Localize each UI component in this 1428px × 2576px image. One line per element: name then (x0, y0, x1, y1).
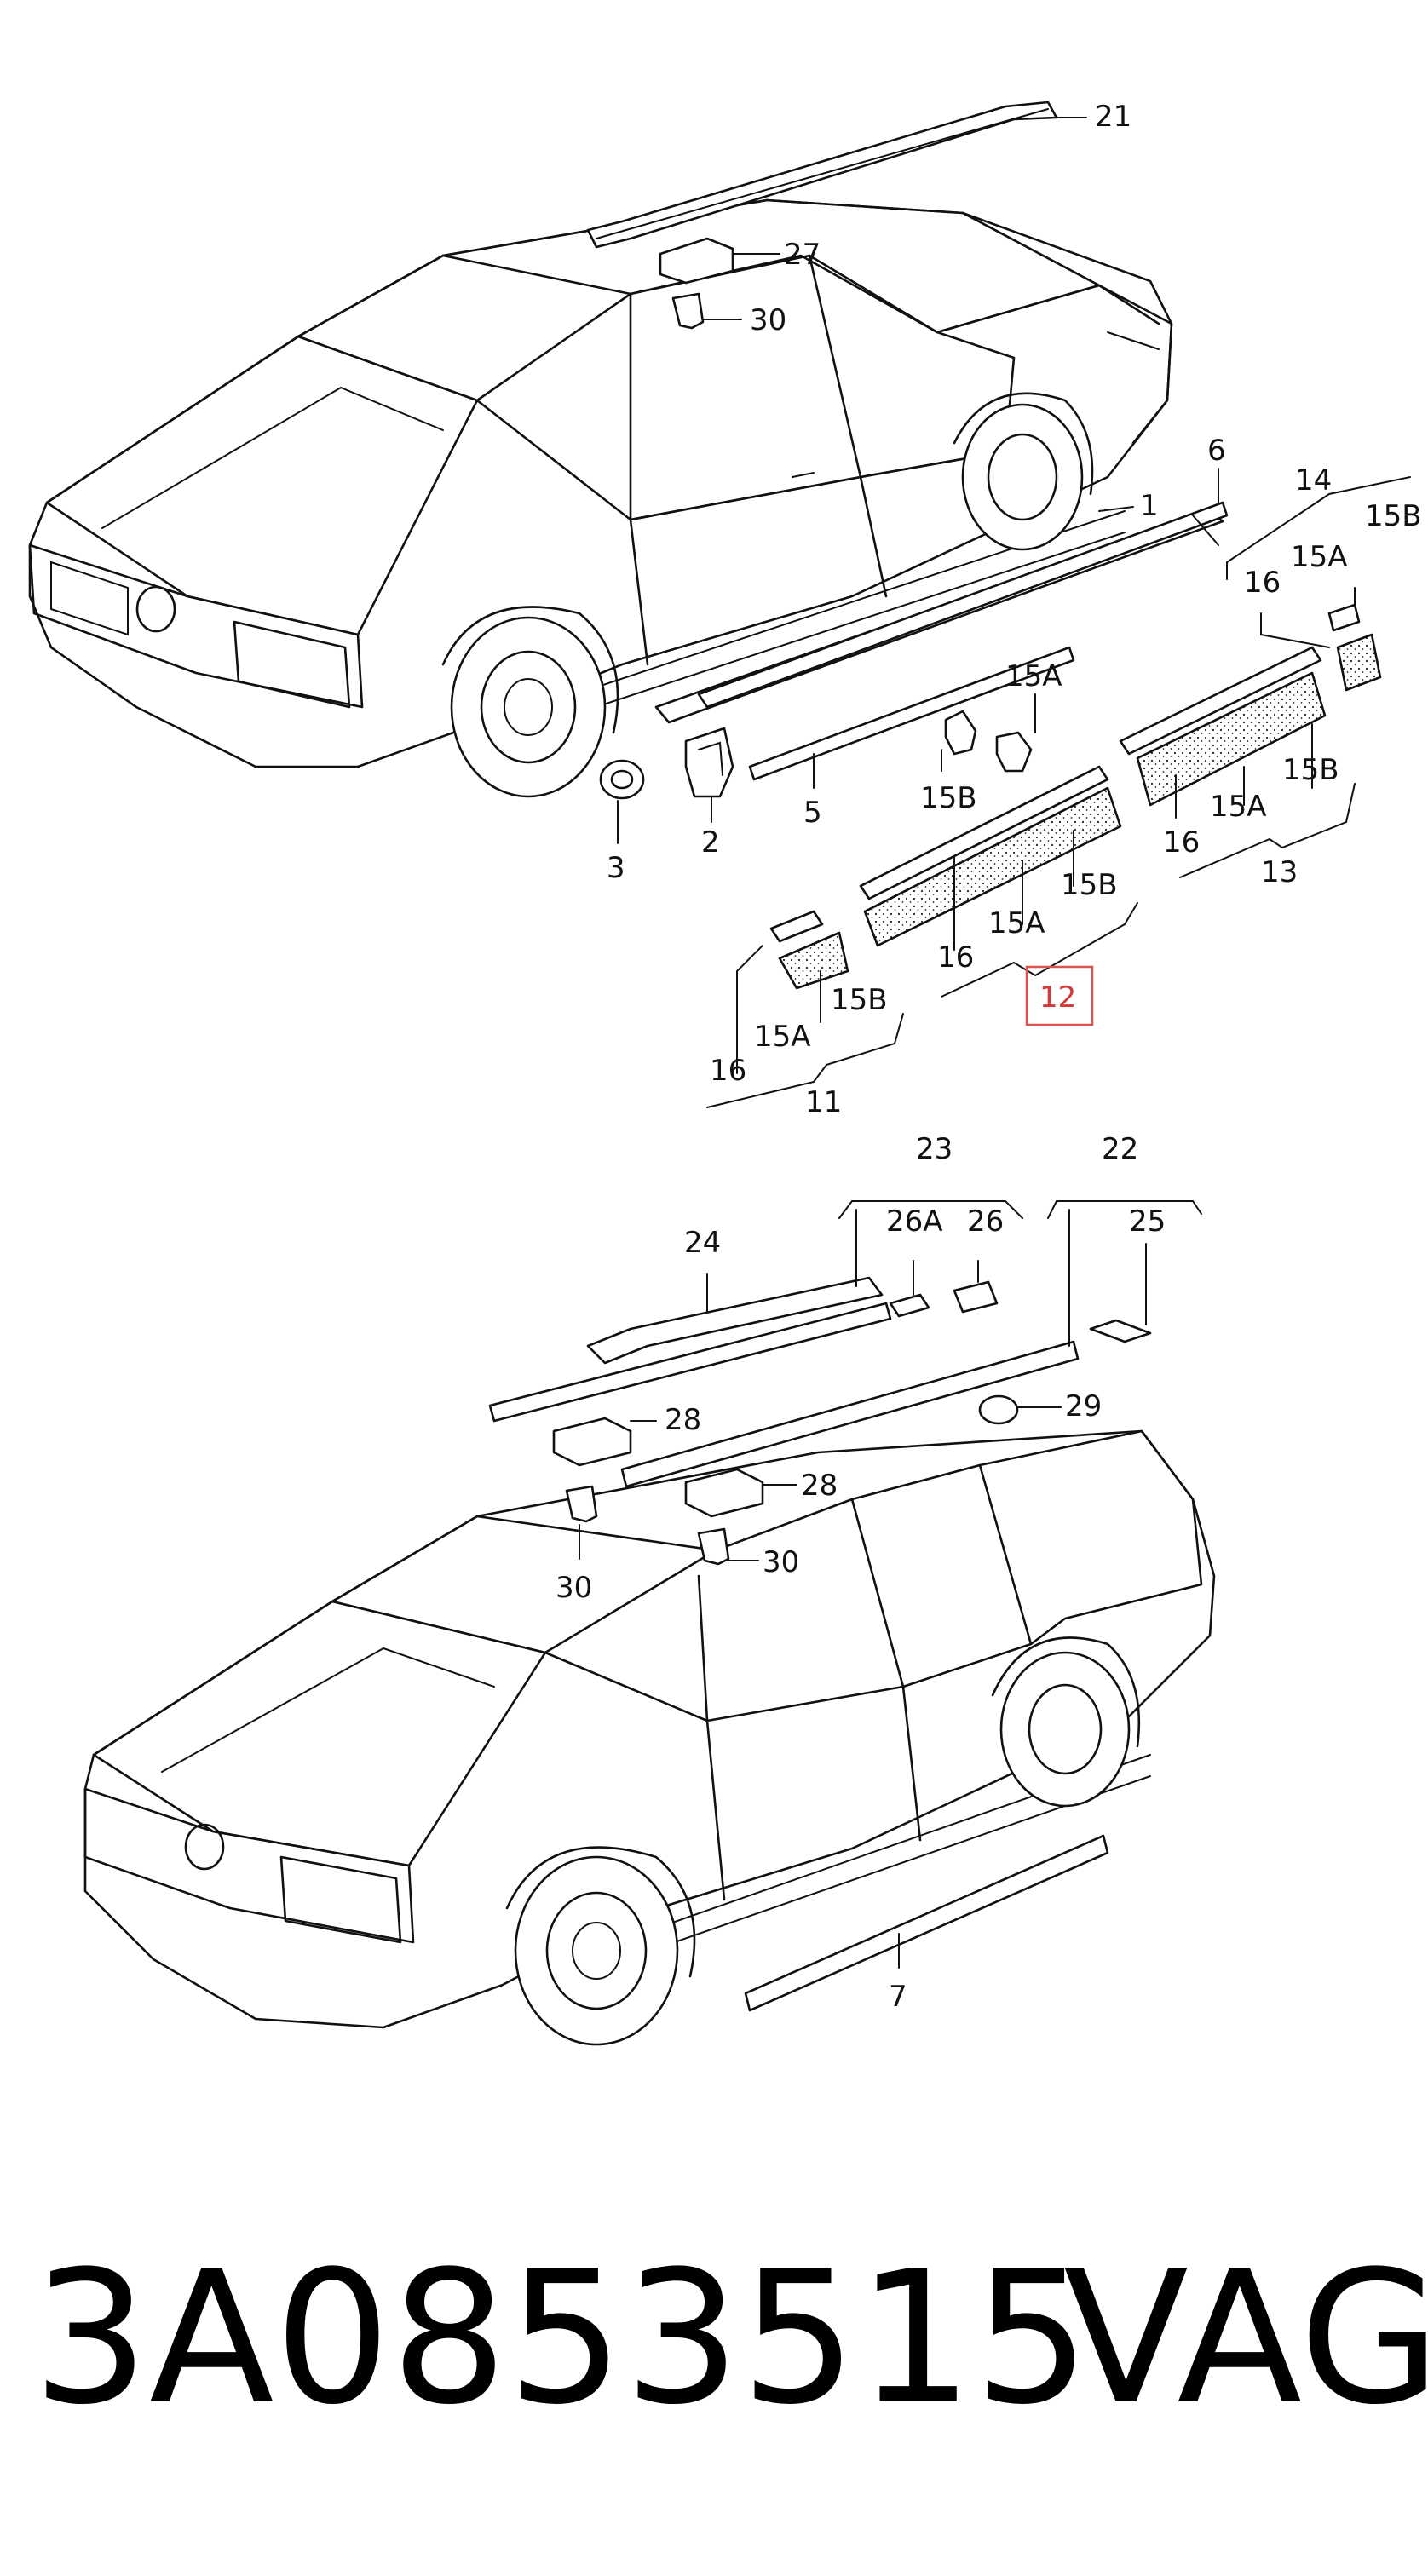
label-15B-top: 15B (1365, 499, 1422, 533)
end-cap-26 (953, 1280, 999, 1314)
part-number: 3A0853515 (32, 2231, 1091, 2445)
roof-rail-left (488, 1302, 892, 1423)
clip-27 (659, 237, 734, 285)
label-2: 2 (701, 825, 720, 860)
label-26: 26 (967, 1205, 1004, 1239)
callout-labels: 21 27 30 6 1 14 15B 15A 16 15A 15B 3 2 5… (556, 100, 1422, 2014)
label-16-13: 16 (1163, 825, 1200, 860)
highlight-box-12 (1025, 965, 1094, 1026)
label-30-sedan: 30 (750, 303, 786, 337)
sill-trim-6 (697, 501, 1229, 709)
label-11: 11 (805, 1085, 842, 1119)
clip-2 (684, 727, 734, 798)
footer-caption: 3A0853515 VAG (32, 2231, 1428, 2445)
label-23: 23 (916, 1132, 953, 1166)
label-7: 7 (889, 1980, 907, 2014)
cap-30-sedan (671, 292, 705, 330)
label-15B-12: 15B (1061, 868, 1118, 902)
sedan-illustration (28, 198, 1173, 798)
label-15B-13: 15B (1282, 753, 1339, 787)
label-30-right: 30 (763, 1545, 799, 1579)
label-15B-11: 15B (831, 983, 888, 1017)
brand-name: VAG (1063, 2231, 1428, 2445)
end-cap-25 (1089, 1319, 1152, 1343)
sill-trim-7 (744, 1834, 1109, 2012)
clip-28-left (552, 1417, 632, 1467)
label-29: 29 (1065, 1389, 1102, 1423)
label-15B-clip: 15B (920, 781, 977, 815)
label-27: 27 (784, 238, 821, 272)
label-15A-11: 15A (754, 1020, 811, 1054)
leader-lines (579, 117, 1411, 1969)
label-28-left: 28 (665, 1403, 701, 1437)
roof-rail-24 (586, 1276, 884, 1365)
label-28-right: 28 (801, 1469, 838, 1503)
label-15A-12: 15A (988, 906, 1045, 940)
label-26A: 26A (886, 1205, 943, 1239)
label-14: 14 (1295, 463, 1332, 497)
clip-28-right (684, 1468, 764, 1518)
moulding-set-11 (769, 910, 849, 990)
cap-30-left (565, 1485, 598, 1523)
label-6: 6 (1207, 434, 1226, 468)
clips-15A-15B (944, 710, 1033, 773)
label-5: 5 (803, 796, 822, 830)
label-15A-13: 15A (1210, 790, 1267, 824)
label-24: 24 (684, 1226, 721, 1260)
label-16-12: 16 (937, 940, 974, 975)
label-3: 3 (607, 851, 625, 885)
label-21: 21 (1095, 100, 1131, 134)
grommet-3 (599, 759, 645, 800)
label-22: 22 (1102, 1132, 1138, 1166)
label-13: 13 (1261, 855, 1298, 889)
estate-illustration (83, 1429, 1216, 2046)
label-12: 12 (1039, 980, 1076, 1015)
roof-rail-right (620, 1340, 1080, 1488)
label-1: 1 (1140, 489, 1159, 523)
moulding-set-12 (859, 765, 1122, 947)
cap-30-right (697, 1527, 730, 1566)
label-16-11: 16 (710, 1054, 746, 1088)
sill-strip-5 (748, 646, 1075, 781)
label-15A-top: 15A (1291, 540, 1348, 574)
moulding-set-13 (1119, 603, 1382, 807)
label-15A-clip: 15A (1005, 659, 1062, 693)
plug-29 (978, 1394, 1019, 1425)
label-16-top: 16 (1244, 566, 1281, 600)
end-cap-26A (889, 1293, 930, 1318)
label-30-left: 30 (556, 1571, 592, 1605)
label-25: 25 (1129, 1205, 1166, 1239)
parts-diagram: 21 27 30 6 1 14 15B 15A 16 15A 15B 3 2 5… (28, 100, 1422, 2046)
